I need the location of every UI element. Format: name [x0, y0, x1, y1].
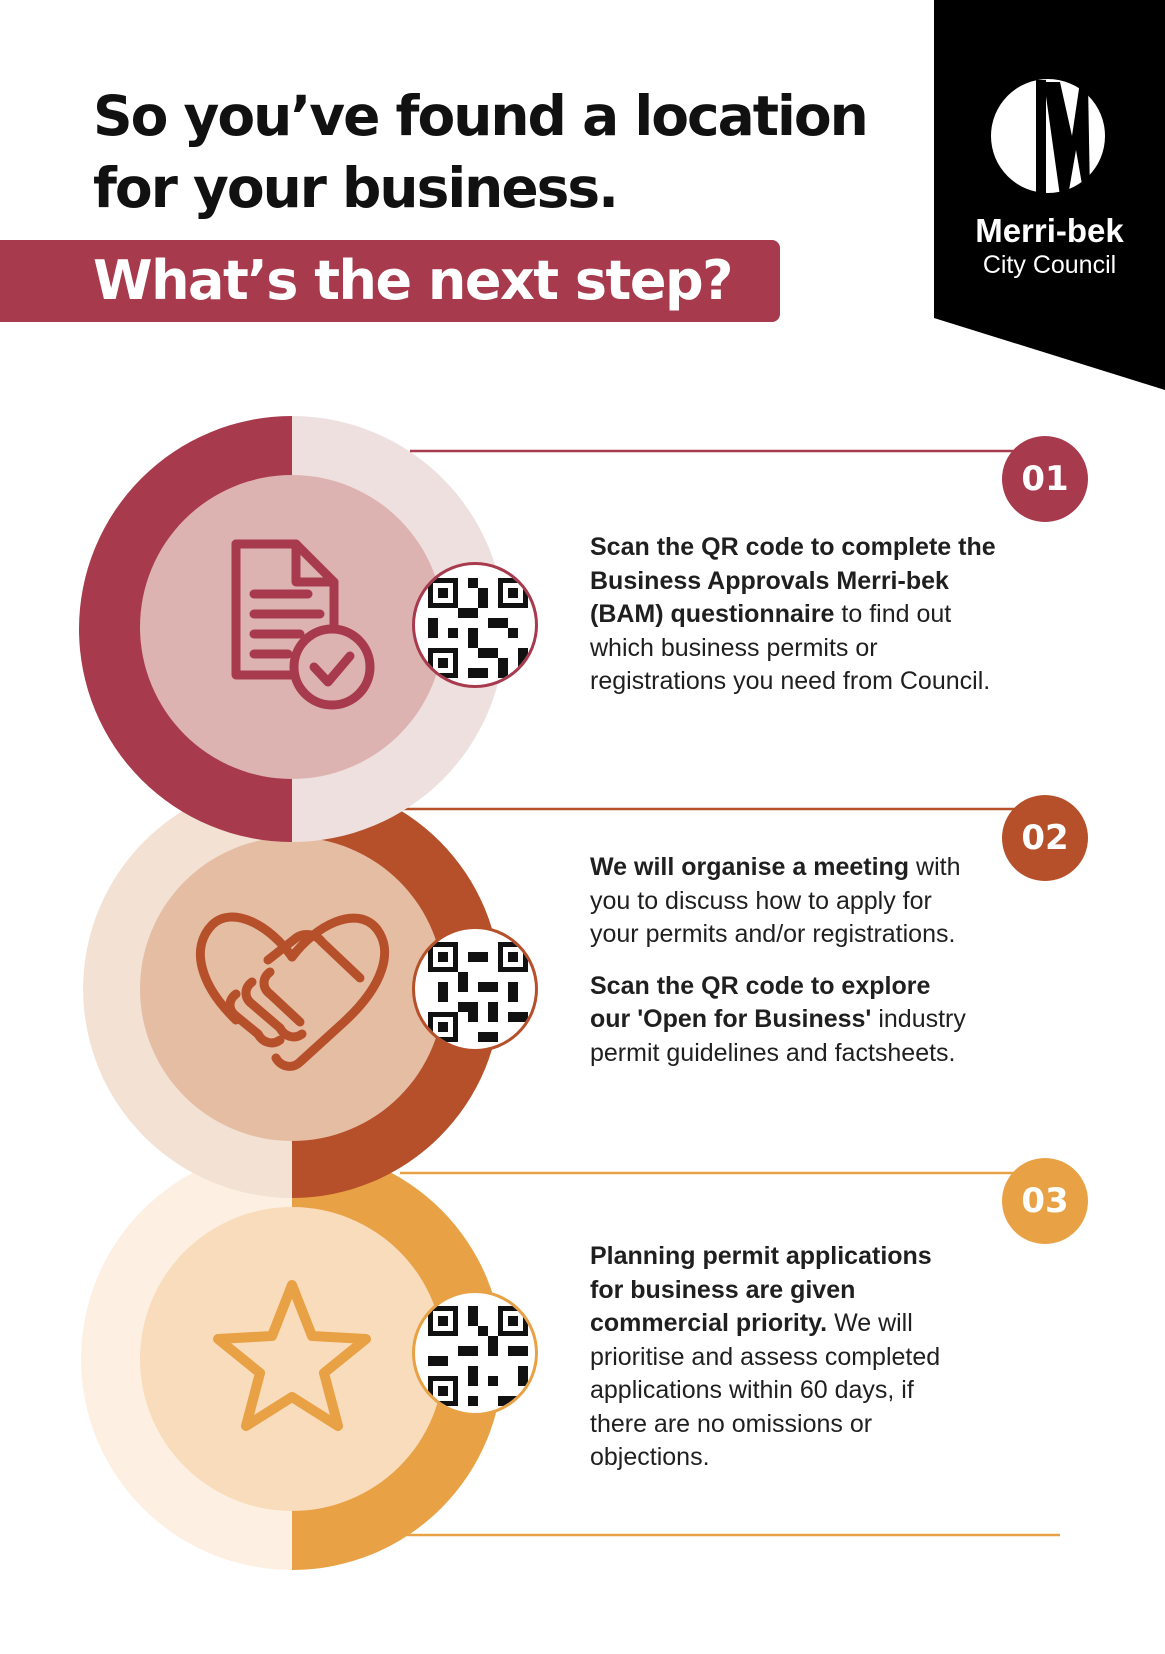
headline-line-2: for your business. [93, 156, 619, 220]
step-3-circle [81, 1148, 1060, 1570]
document-check-icon [231, 539, 375, 710]
headline-line-1: So you’ve found a location [93, 84, 869, 148]
step-1-number: 01 [1002, 436, 1088, 522]
step-2-circle [83, 780, 1030, 1198]
step-1-bold: Scan the QR code to complete the Busines… [590, 533, 996, 628]
logo-background [934, 0, 1165, 390]
star-icon [213, 1280, 371, 1431]
qr-code-open-for-business[interactable] [412, 926, 538, 1052]
step-2-body-2: industry permit guidelines and factsheet… [590, 1005, 966, 1067]
step-3-number: 03 [1002, 1158, 1088, 1244]
qr-pattern [428, 942, 528, 1042]
page-title: So you’ve found a location for your busi… [93, 80, 869, 224]
logo-subtitle: City Council [982, 251, 1117, 279]
step-2-body: with you to discuss how to apply for you… [590, 853, 961, 948]
step-2-bold-2: Scan the QR code to explore our 'Open fo… [590, 971, 931, 1034]
step-1-circle [79, 416, 1030, 842]
qr-code-bam-questionnaire[interactable] [412, 562, 538, 688]
step-2-bold: We will organise a meeting [590, 853, 910, 881]
qr-pattern [428, 1306, 528, 1406]
step-2-text: We will organise a meeting with you to d… [590, 851, 970, 1070]
step-3-text: Planning permit applications for busines… [590, 1240, 960, 1475]
step-3-bold: Planning permit applications for busines… [590, 1242, 932, 1337]
qr-code-planning-permits[interactable] [412, 1290, 538, 1416]
next-step-banner: What’s the next step? [0, 240, 780, 322]
step-1-body: to find out which business permits or re… [590, 600, 991, 695]
logo-name: Merri-bek [975, 212, 1124, 249]
council-logo-panel [934, 0, 1165, 392]
step-1-text: Scan the QR code to complete the Busines… [590, 531, 1010, 699]
step-2-number: 02 [1002, 795, 1088, 881]
banner-text: What’s the next step? [93, 249, 733, 312]
qr-pattern [428, 578, 528, 678]
step-3-body: We will prioritise and assess completed … [590, 1309, 941, 1471]
handshake-heart-icon [195, 912, 389, 1071]
